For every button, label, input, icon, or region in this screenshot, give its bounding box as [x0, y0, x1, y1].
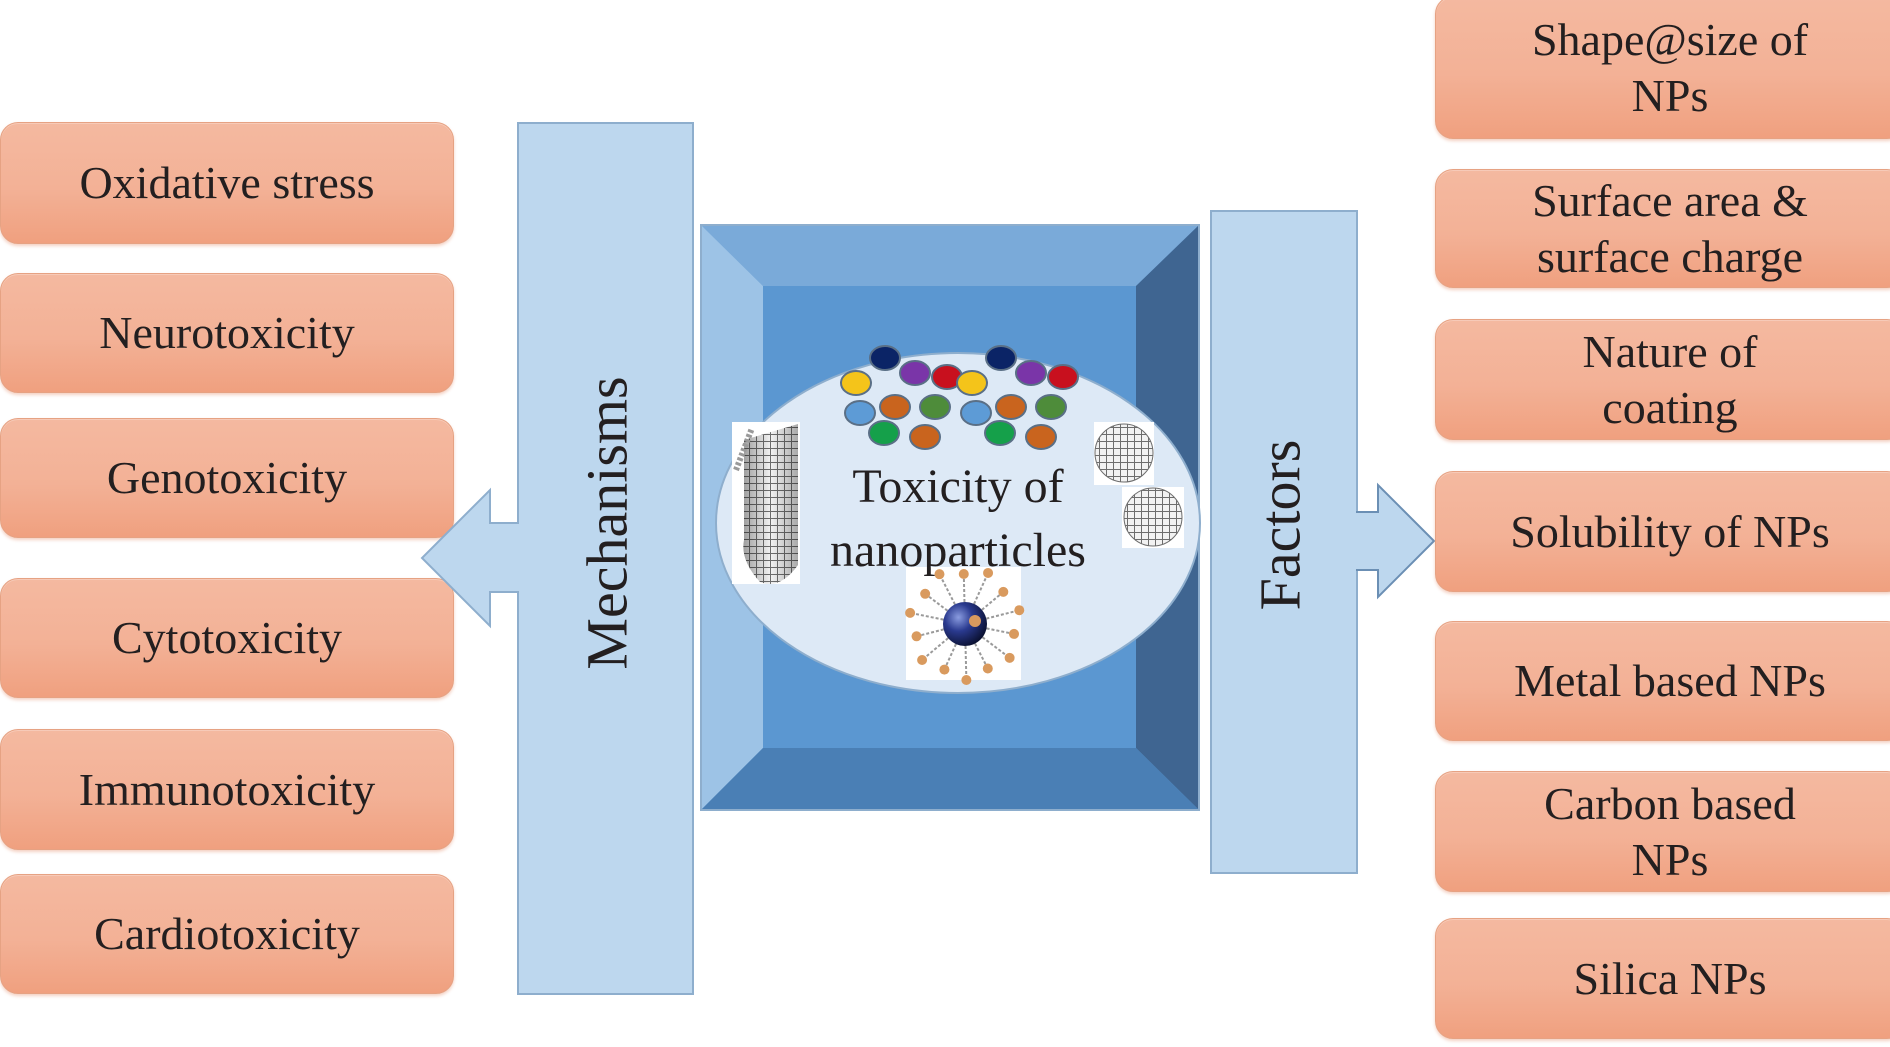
ligand-head [982, 663, 993, 674]
mechanism-label: Oxidative stress [79, 157, 375, 208]
factor-box-carbon-based: Carbon based NPs [1435, 771, 1890, 892]
ligand-head [998, 586, 1009, 597]
mechanism-label: Genotoxicity [106, 452, 348, 503]
nanoparticle-dot-navy [869, 345, 901, 371]
nanoparticle-dot-olive-green [919, 394, 951, 420]
nanoparticle-dot-red [1047, 364, 1079, 390]
ligand-chain [986, 609, 1020, 620]
factor-box-nature-of-coating: Nature of coating [1435, 319, 1890, 440]
coated-nanoparticle-icon [905, 567, 1025, 685]
nanoparticle-dot-navy [985, 345, 1017, 371]
mechanisms-bar [517, 122, 694, 995]
ligand-head [911, 631, 922, 642]
nanoparticle-dot-green [984, 420, 1016, 446]
center-title: Toxicity of nanoparticles [830, 460, 1086, 577]
ligand-head [958, 569, 969, 580]
ligand-head [1014, 605, 1025, 616]
fullerene-icon [1122, 487, 1184, 548]
mechanism-box-cardiotoxicity: Cardiotoxicity [0, 874, 454, 994]
nanoparticle-dot-purple [899, 360, 931, 386]
nanotube-icon [732, 422, 800, 584]
left-arrow-icon [420, 487, 519, 629]
factor-label: Surface area & surface charge [1532, 174, 1808, 282]
nanoparticle-core [943, 602, 987, 646]
ligand-head [1004, 652, 1015, 663]
ligand-head [939, 664, 950, 675]
ligand-head [934, 569, 945, 580]
factor-label: Metal based NPs [1514, 655, 1826, 706]
factor-box-metal-based: Metal based NPs [1435, 621, 1890, 741]
nanoparticle-dot-orange [995, 394, 1027, 420]
right-arrow-icon [1356, 482, 1436, 600]
factors-bar [1210, 210, 1358, 874]
factor-label: Silica NPs [1573, 952, 1767, 1004]
factor-label: Carbon based NPs [1544, 777, 1796, 885]
factor-label: Shape@size of NPs [1531, 13, 1809, 121]
ligand-chain [938, 573, 956, 605]
mechanism-box-neurotoxicity: Neurotoxicity [0, 273, 454, 393]
factor-box-solubility: Solubility of NPs [1435, 471, 1890, 592]
factor-label: Solubility of NPs [1510, 505, 1830, 557]
factor-label: Nature of coating [1582, 325, 1758, 433]
nanoparticle-dot-light-blue [960, 400, 992, 426]
nanoparticle-dot-orange [909, 424, 941, 450]
ligand-head [983, 567, 994, 578]
ligand-chain [909, 611, 944, 621]
center-ellipse [715, 352, 1201, 694]
nanoparticle-dot-orange [879, 394, 911, 420]
mechanism-label: Cardiotoxicity [94, 908, 360, 959]
factor-box-silica: Silica NPs [1435, 918, 1890, 1039]
nanoparticle-dot-olive-green [1035, 394, 1067, 420]
ligand-chain [921, 637, 949, 661]
nanoparticle-dot-purple [1015, 360, 1047, 386]
nanoparticle-dots [840, 345, 1079, 450]
frame-bottom-bevel [702, 748, 1198, 809]
mechanism-box-genotoxicity: Genotoxicity [0, 418, 454, 538]
mechanism-box-cytotoxicity: Cytotoxicity [0, 578, 454, 698]
mechanism-box-oxidative-stress: Oxidative stress [0, 122, 454, 244]
frame-top-bevel [702, 226, 1198, 286]
factor-box-surface-area-charge: Surface area & surface charge [1435, 169, 1890, 288]
mechanism-label: Immunotoxicity [78, 763, 376, 815]
ligand-chain [973, 572, 989, 605]
mechanism-label: Neurotoxicity [99, 307, 355, 358]
ligand-chain [981, 636, 1011, 659]
ligand-head [920, 588, 931, 599]
factor-box-shape-size: Shape@size of NPs [1435, 0, 1890, 139]
nanoparticle-dot-orange [1025, 424, 1057, 450]
ligand-head [905, 607, 916, 618]
nanoparticle-dot-green [868, 420, 900, 446]
nanoparticle-dot-light-blue [844, 400, 876, 426]
mechanism-box-immunotoxicity: Immunotoxicity [0, 729, 454, 850]
ligand-head [969, 615, 981, 627]
ligand-chain [964, 645, 968, 681]
fullerene-icon [1094, 422, 1154, 485]
ligand-head [961, 674, 972, 685]
nanoparticle-dot-yellow [840, 370, 872, 396]
ligand-head [1009, 628, 1020, 639]
nanoparticle-dot-yellow [956, 370, 988, 396]
mechanism-label: Cytotoxicity [112, 612, 342, 663]
ligand-head [917, 654, 928, 665]
